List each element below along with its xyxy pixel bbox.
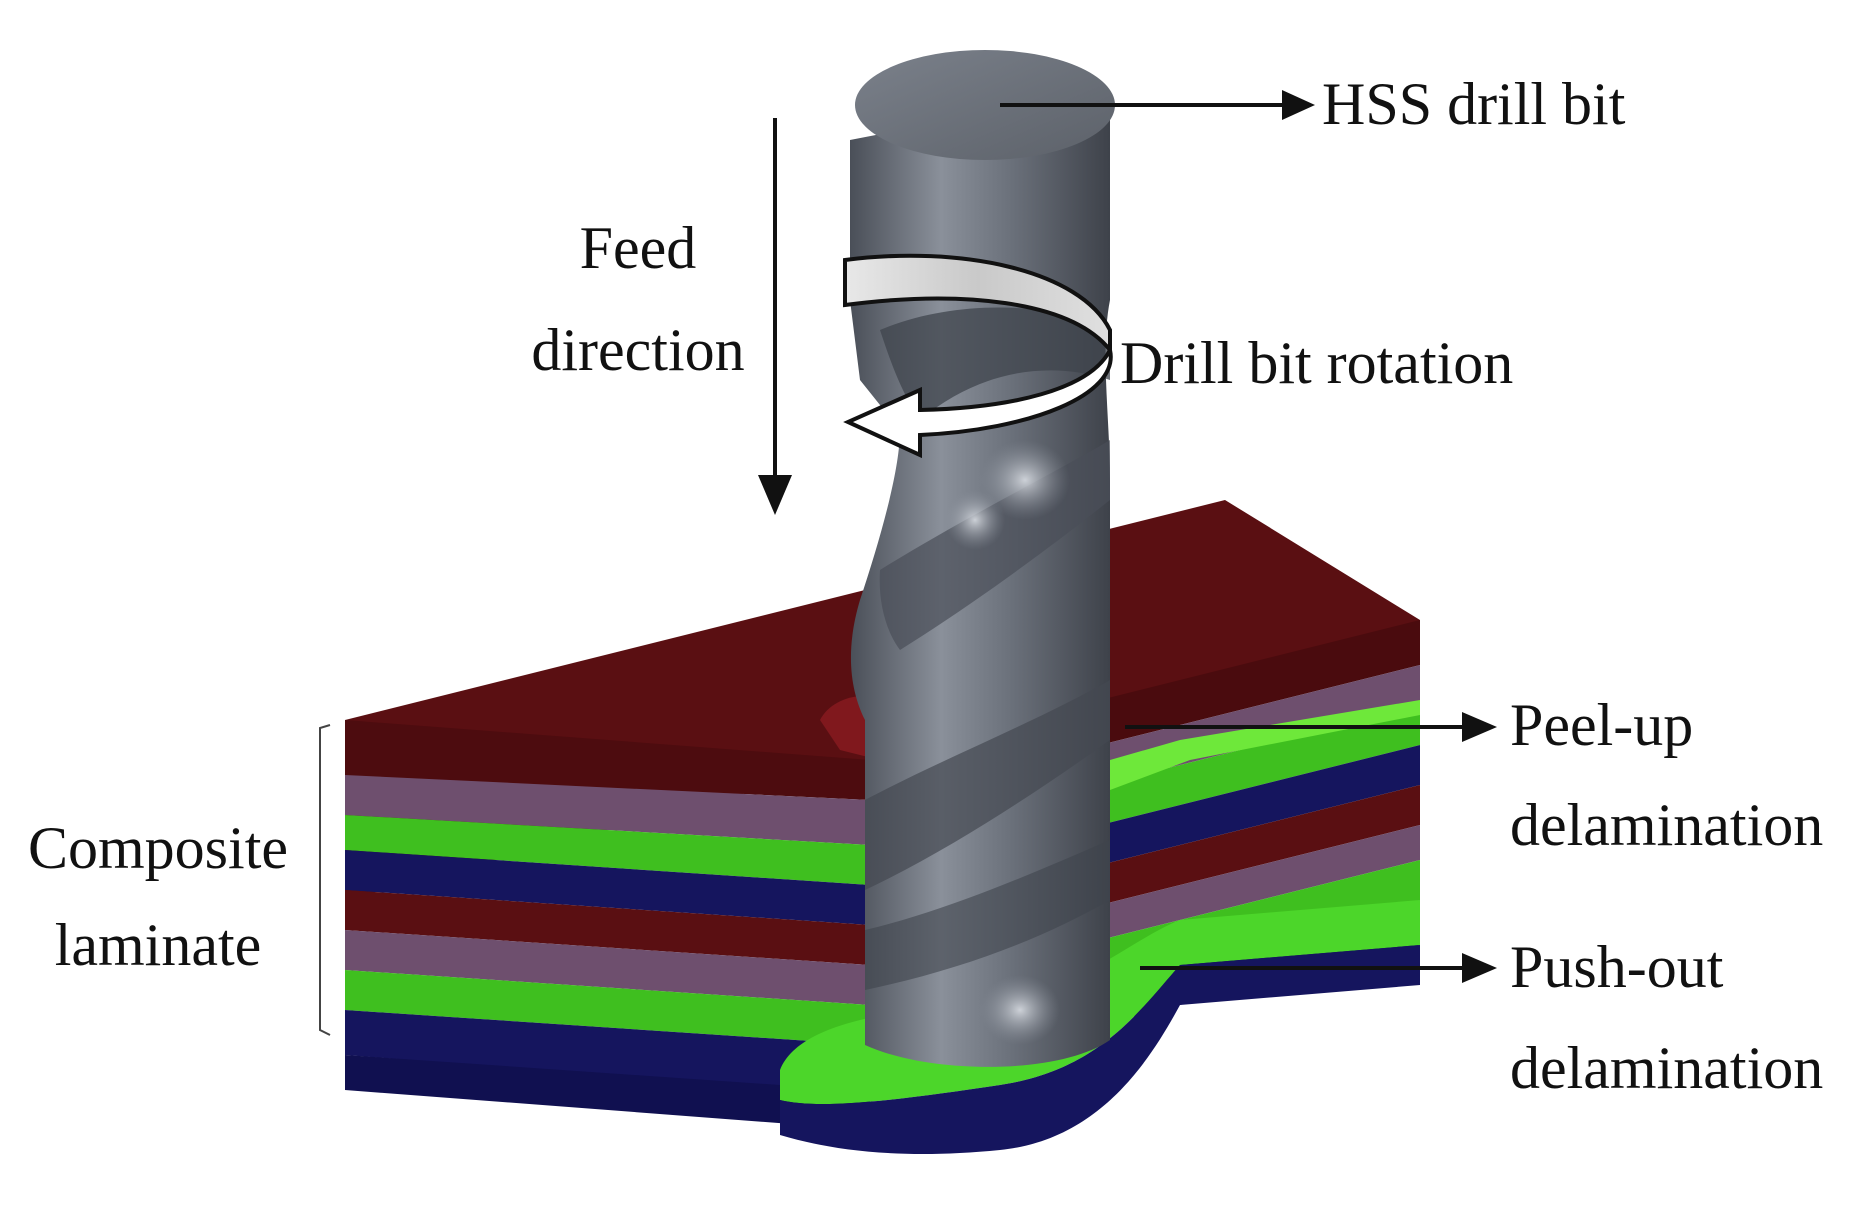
- label-push-delamination: delamination: [1510, 1035, 1823, 1101]
- feed-arrowhead: [758, 475, 792, 515]
- annotation-arrows: [758, 90, 1497, 983]
- peel-arrowhead: [1462, 712, 1497, 742]
- drill-flute-4: [865, 840, 1110, 990]
- layer-green-2: [345, 970, 870, 1045]
- label-drill-bit-rotation: Drill bit rotation: [1120, 330, 1513, 396]
- right-layer-navy: [1100, 745, 1420, 865]
- drill-flute-3: [865, 680, 1110, 890]
- laminate-bracket: [319, 724, 331, 1036]
- rotation-arrow: [843, 253, 1113, 459]
- push-arrowhead: [1462, 953, 1497, 983]
- composite-laminate-block: [319, 500, 1420, 1155]
- label-hss-drill-bit: HSS drill bit: [1322, 71, 1626, 137]
- label-peel-delamination: delamination: [1510, 792, 1823, 858]
- label-feed: Feed: [580, 215, 697, 281]
- right-layer-mauve-2: [1100, 825, 1420, 940]
- drill-flute-1: [880, 307, 1110, 420]
- layer-mauve-2: [345, 930, 870, 1005]
- right-layer-green: [1100, 705, 1420, 825]
- layer-navy-1: [345, 850, 870, 925]
- label-composite: Composite: [28, 815, 288, 881]
- bottom-front-lip: [345, 1055, 870, 1130]
- rotation-ribbon-front: [843, 344, 1113, 459]
- label-laminate: laminate: [55, 912, 262, 978]
- right-layer-maroon: [1100, 620, 1420, 745]
- layer-green-1: [345, 815, 870, 885]
- layer-maroon-2: [345, 890, 870, 965]
- drill-shine-2: [945, 490, 1005, 550]
- labels: HSS drill bit Feed direction Drill bit r…: [28, 71, 1823, 1101]
- drill-bit: [850, 50, 1115, 1067]
- drill-shine-3: [980, 975, 1060, 1045]
- layer-navy-2: [345, 1010, 870, 1095]
- drill-arrowhead: [1282, 90, 1315, 120]
- label-peel-up: Peel-up: [1510, 692, 1693, 758]
- label-direction: direction: [531, 317, 744, 383]
- label-push-out: Push-out: [1510, 934, 1724, 1000]
- right-layer-maroon-2: [1100, 785, 1420, 905]
- drill-top-face: [855, 50, 1115, 160]
- layer-mauve-1: [345, 775, 870, 845]
- push-out-bulge-base: [780, 945, 1420, 1155]
- drill-shine-1: [980, 440, 1070, 520]
- layer-maroon-1: [345, 720, 870, 800]
